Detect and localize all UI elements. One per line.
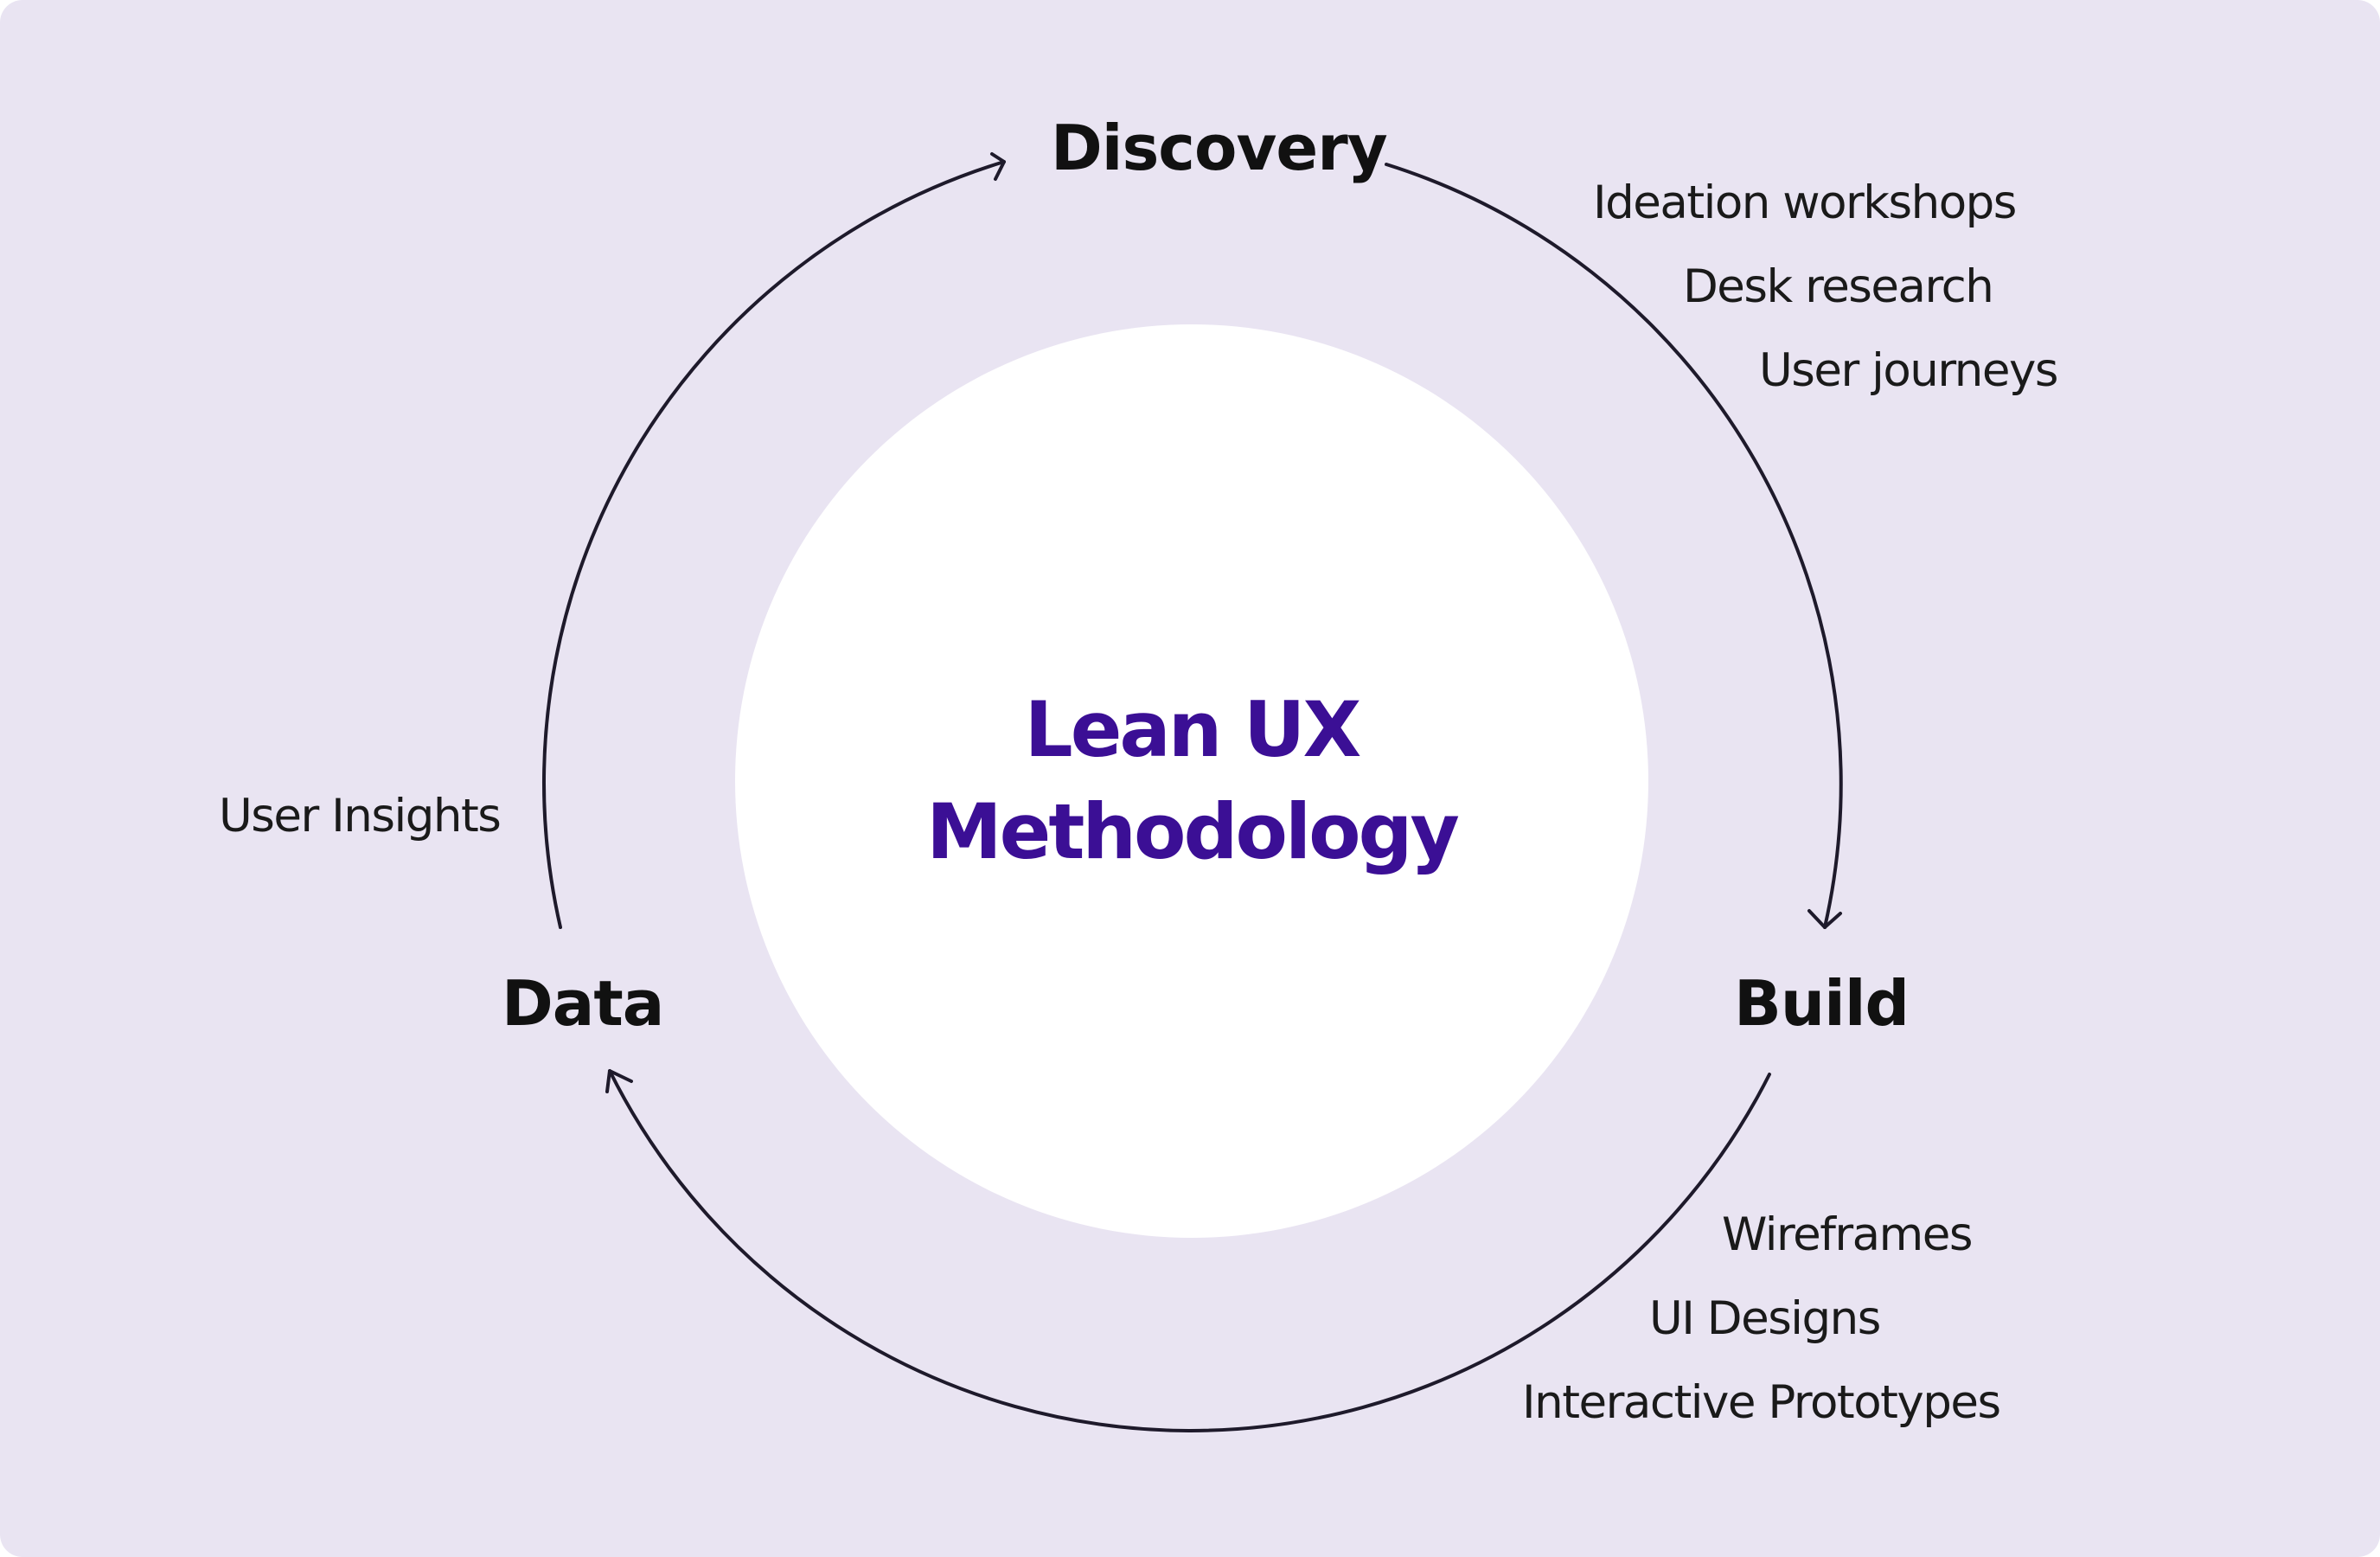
stage-build: Build [1734,967,1910,1040]
discovery-item-ideation-workshops: Ideation workshops [1593,176,2017,229]
stage-discovery: Discovery [1051,112,1388,184]
discovery-item-desk-research: Desk research [1683,260,1994,313]
title-line-1: Lean UX [1024,685,1362,774]
arrowhead-data [605,1069,633,1093]
stage-data: Data [502,967,664,1040]
arrow-discovery-to-build [1385,163,1843,929]
center-circle [735,324,1648,1238]
title-line-2: Methodology [926,787,1460,876]
build-item-interactive-prototypes: Interactive Prototypes [1522,1376,2001,1429]
arrowhead-discovery [990,152,1006,181]
data-item-user-insights: User Insights [219,790,502,843]
diagram-title: Lean UX Methodology [889,679,1494,883]
arrow-build-to-data [608,1069,1771,1432]
build-item-wireframes: Wireframes [1722,1208,1973,1261]
arrowhead-build [1807,909,1842,929]
discovery-item-user-journeys: User journeys [1759,344,2058,397]
arrow-data-to-discovery [542,160,1006,929]
build-item-ui-designs: UI Designs [1649,1292,1881,1345]
